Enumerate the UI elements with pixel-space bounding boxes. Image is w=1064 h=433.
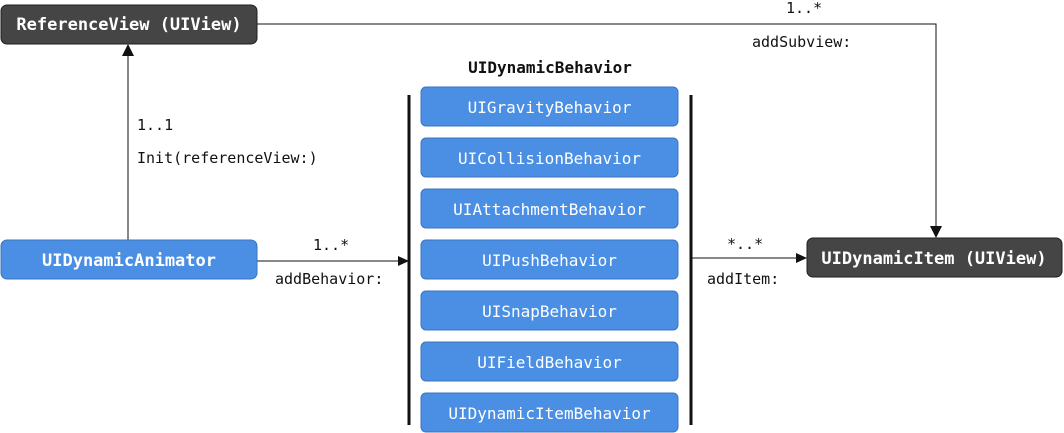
node-dynamic-animator[interactable]: UIDynamicAnimator [0,239,258,280]
label-reference-multiplicity: 1..1 [137,116,173,134]
arrowhead-item-top-icon [930,226,942,238]
behavior-uicollision-behavior[interactable]: UICollisionBehavior [420,137,679,178]
behavior-label: UIFieldBehavior [477,353,622,372]
behavior-label: UISnapBehavior [482,302,617,321]
behavior-label: UIDynamicItemBehavior [448,404,651,423]
behavior-list: UIGravityBehaviorUICollisionBehaviorUIAt… [420,86,679,433]
node-dynamic-item[interactable]: UIDynamicItem (UIView) [806,237,1063,278]
label-add-item: addItem: [707,270,779,288]
node-dynamic-animator-label: UIDynamicAnimator [42,251,216,271]
node-reference-view[interactable]: ReferenceView (UIView) [0,4,258,45]
node-dynamic-item-label: UIDynamicItem (UIView) [821,249,1046,269]
behavior-uigravity-behavior[interactable]: UIGravityBehavior [420,86,679,127]
behavior-group-title: UIDynamicBehavior [468,58,632,77]
behavior-uipush-behavior[interactable]: UIPushBehavior [420,239,679,280]
connector-reference-to-item [257,23,937,228]
behavior-label: UICollisionBehavior [458,149,641,168]
behavior-label: UIAttachmentBehavior [453,200,646,219]
label-add-behavior: addBehavior: [275,270,383,288]
behavior-label: UIGravityBehavior [468,98,632,117]
label-item-multiplicity: *..* [727,235,763,253]
arrowhead-behaviors-icon [398,256,409,266]
arrowhead-item-side-icon [796,253,807,263]
behavior-uidynamic-item-behavior[interactable]: UIDynamicItemBehavior [420,392,679,433]
node-reference-view-label: ReferenceView (UIView) [16,15,241,35]
behavior-uisnap-behavior[interactable]: UISnapBehavior [420,290,679,331]
behavior-uifield-behavior[interactable]: UIFieldBehavior [420,341,679,382]
label-behavior-multiplicity: 1..* [313,236,349,254]
label-subview-multiplicity: 1..* [786,0,822,17]
label-init-reference-view: Init(referenceView:) [137,149,318,167]
behavior-uiattachment-behavior[interactable]: UIAttachmentBehavior [420,188,679,229]
label-add-subview: addSubview: [752,33,851,51]
behavior-label: UIPushBehavior [482,251,617,270]
arrowhead-reference-icon [122,44,134,56]
